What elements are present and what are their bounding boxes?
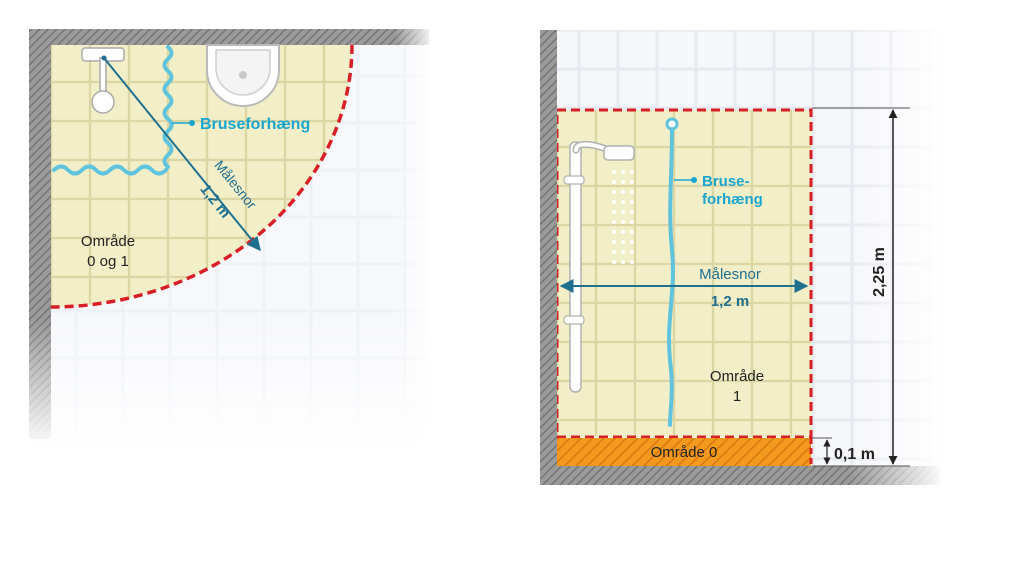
- plan-wall-top: [29, 29, 429, 45]
- plan-measure-line: [103, 57, 261, 252]
- plan-fade-bottom: [25, 320, 435, 450]
- shower-head-icon: [81, 47, 125, 114]
- plan-curtain-label: Bruseforhæng: [200, 116, 310, 133]
- elev-wall-left: [540, 30, 557, 485]
- sink-icon: [206, 44, 280, 107]
- dim-height-label: 2,25 m: [871, 247, 888, 297]
- plan-shower-curtain: [162, 45, 174, 169]
- plan-zone-label-line1: Område: [81, 233, 135, 250]
- elev-fade-right: [850, 30, 945, 490]
- elev-zone1-area: [557, 110, 811, 437]
- elev-zone1-label-line1: Område: [710, 368, 764, 385]
- plan-measure-anchor: [101, 55, 107, 61]
- plan-view: Bruseforhæng Målesnor 1,2 m Område 0 og …: [25, 29, 435, 450]
- plan-zone-area: [51, 45, 352, 307]
- elev-zone1-label-line2: 1: [733, 388, 741, 405]
- elev-zone0-area: [557, 438, 811, 466]
- plan-curtain-dot: [189, 120, 195, 126]
- plan-zone-boundary: [50, 44, 354, 309]
- elev-line-label: Målesnor: [699, 266, 761, 283]
- elevation-view: Bruse- forhæng Målesnor 1,2 m Område 1 O…: [540, 30, 945, 490]
- elev-zone0-label: Område 0: [651, 444, 718, 461]
- elev-curtain-label-line2: forhæng: [702, 191, 763, 208]
- shower-set-icon: [563, 140, 635, 393]
- plan-fade-right: [395, 29, 435, 449]
- elev-distance-label: 1,2 m: [711, 293, 749, 310]
- elev-floor: [540, 466, 940, 485]
- elev-curtain-label-line1: Bruse-: [702, 173, 750, 190]
- plan-shower-curtain-bottom: [52, 164, 168, 176]
- dim-floor-label: 0,1 m: [834, 446, 875, 463]
- elev-curtain-dot: [691, 177, 697, 183]
- plan-zone-label-line2: 0 og 1: [87, 253, 129, 270]
